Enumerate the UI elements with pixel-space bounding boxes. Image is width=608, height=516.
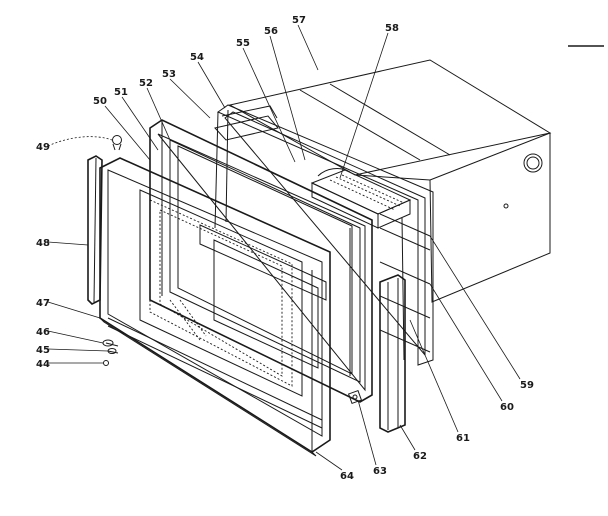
- callout-47: 47: [36, 298, 50, 309]
- screw-hole-icon: [503, 203, 509, 209]
- hinge-hardware: [102, 339, 119, 366]
- callout-60: 60: [500, 402, 514, 413]
- door-handle: [87, 155, 103, 305]
- callout-49: 49: [36, 142, 50, 153]
- callout-labels: 44 45 46 47 48 49 50 51 52 53 54 55 56 5…: [36, 15, 534, 482]
- door-knob: [112, 135, 122, 151]
- side-trim-strip: [379, 274, 406, 433]
- callout-59: 59: [520, 380, 534, 391]
- callout-62: 62: [413, 451, 427, 462]
- callout-64: 64: [340, 471, 354, 482]
- callout-55: 55: [236, 38, 250, 49]
- callout-61: 61: [456, 433, 470, 444]
- callout-45: 45: [36, 345, 50, 356]
- door-latch: [347, 389, 363, 405]
- control-module: [310, 168, 412, 229]
- callout-44: 44: [36, 359, 50, 370]
- oven-liner-frame: [214, 104, 434, 366]
- callout-51: 51: [114, 87, 128, 98]
- callout-50: 50: [93, 96, 107, 107]
- callout-52: 52: [139, 78, 153, 89]
- callout-46: 46: [36, 327, 50, 338]
- callout-57: 57: [292, 15, 306, 26]
- oven-cabinet: [228, 59, 552, 303]
- leader-lines: [47, 24, 521, 471]
- callout-58: 58: [385, 23, 399, 34]
- callout-48: 48: [36, 238, 50, 249]
- callout-56: 56: [264, 26, 278, 37]
- callout-54: 54: [190, 52, 204, 63]
- door-bottom-trim: [99, 317, 331, 457]
- callout-63: 63: [373, 466, 387, 477]
- vent-hole-icon: [523, 153, 543, 173]
- door-frame-outer: [149, 119, 373, 403]
- callout-53: 53: [162, 69, 176, 80]
